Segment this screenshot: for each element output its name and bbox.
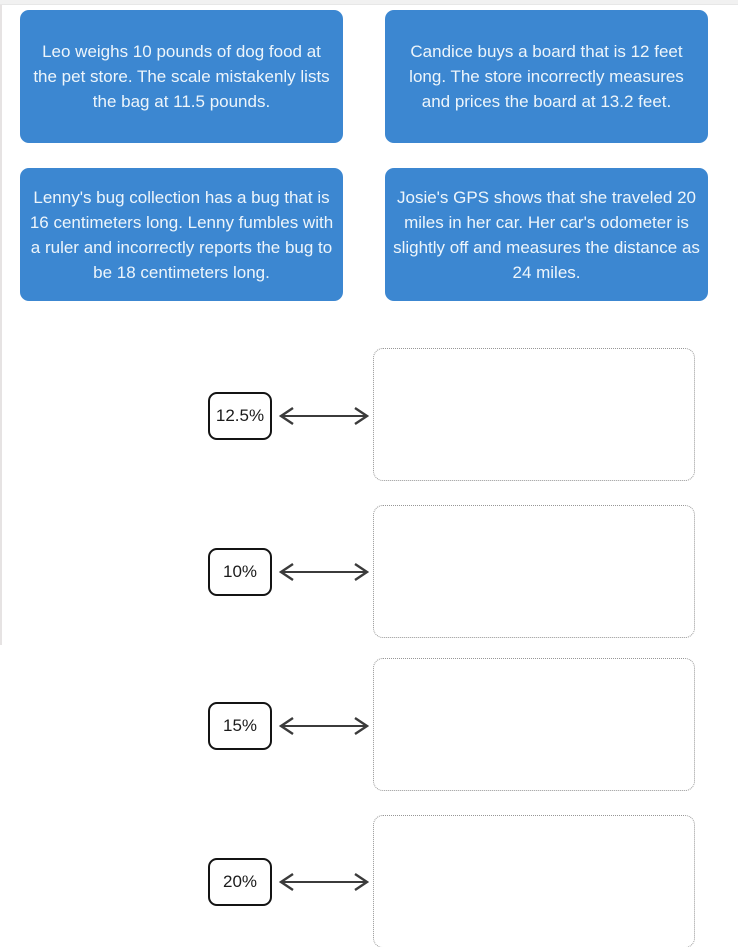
drop-zone-15[interactable] [373, 658, 695, 791]
percent-label-15: 15% [208, 702, 272, 750]
drop-zone-12-5[interactable] [373, 348, 695, 481]
percent-label-12-5: 12.5% [208, 392, 272, 440]
top-divider [0, 0, 738, 5]
left-border-line [0, 5, 2, 645]
drop-zone-10[interactable] [373, 505, 695, 638]
problem-card-candice[interactable]: Candice buys a board that is 12 feet lon… [385, 10, 708, 143]
problem-card-josie[interactable]: Josie's GPS shows that she traveled 20 m… [385, 168, 708, 301]
drop-zone-20[interactable] [373, 815, 695, 947]
double-arrow-icon [278, 563, 370, 581]
double-arrow-icon [278, 717, 370, 735]
percent-label-20: 20% [208, 858, 272, 906]
percent-label-10: 10% [208, 548, 272, 596]
problem-card-lenny[interactable]: Lenny's bug collection has a bug that is… [20, 168, 343, 301]
problem-card-leo[interactable]: Leo weighs 10 pounds of dog food at the … [20, 10, 343, 143]
double-arrow-icon [278, 873, 370, 891]
double-arrow-icon [278, 407, 370, 425]
